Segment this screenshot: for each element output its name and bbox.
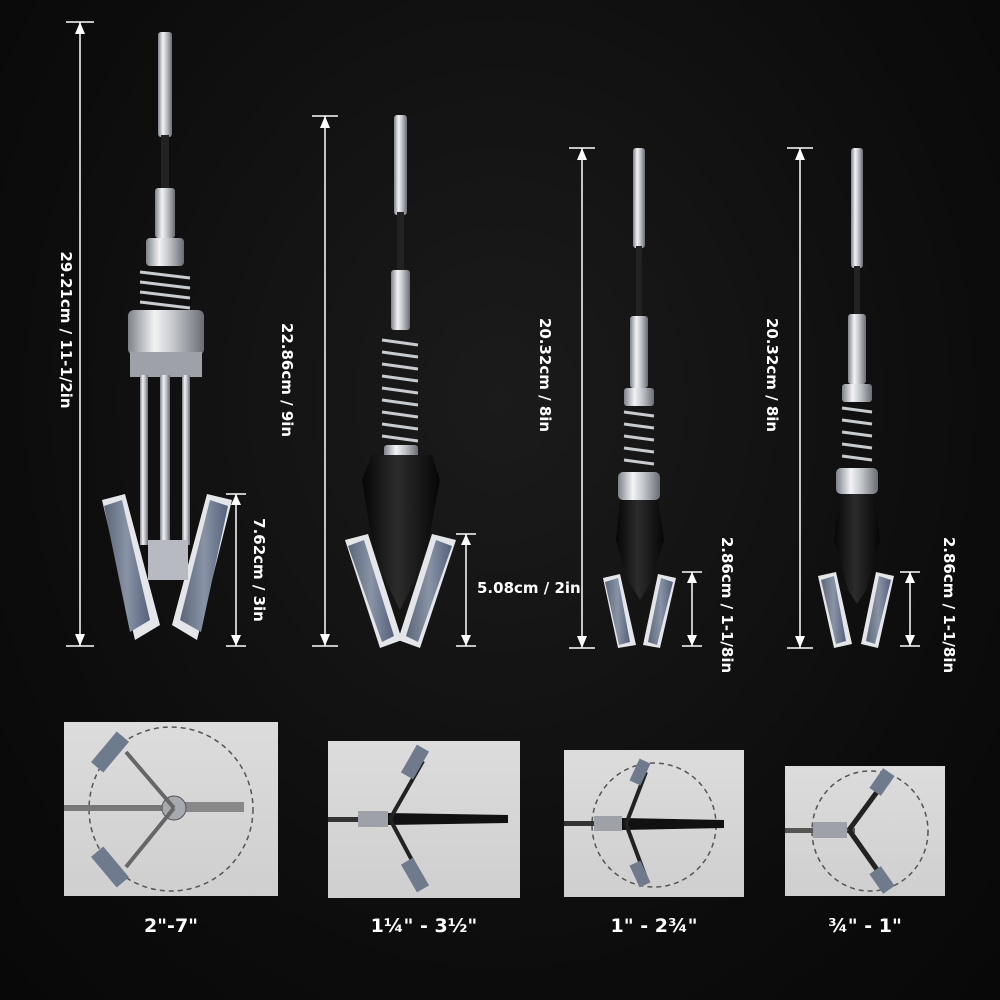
tool-medium-hone: 22.86cm / 9in (278, 115, 581, 648)
tool-small-hone-2: 20.32cm / 8in 2.86cm / 1-1/8 (763, 147, 958, 673)
stone-height-label: 2.86cm / 1-1/8in (940, 537, 958, 673)
spring (841, 406, 873, 462)
stone-height-label: 7.62cm / 3in (250, 518, 268, 622)
honing-stone-left (345, 534, 402, 648)
dimension-line-overall (569, 147, 595, 649)
range-label-1: 2"-7" (143, 915, 199, 937)
spring (139, 270, 191, 310)
dimension-line-stone (682, 571, 702, 647)
dimension-line-stone (226, 493, 246, 647)
range-panel-4 (785, 766, 945, 896)
range-label-4: ¾" - 1" (828, 915, 902, 937)
range-panel-2 (328, 741, 520, 898)
honing-stone-right (643, 574, 676, 648)
honing-stone-left (102, 494, 160, 640)
tool-top-view-image (785, 768, 929, 894)
spring (623, 410, 655, 466)
flex-cable (161, 135, 169, 190)
dimension-line-stone (900, 571, 920, 647)
overall-height-label: 20.32cm / 8in (763, 318, 781, 432)
drive-shaft (158, 32, 172, 137)
honing-stone-left (603, 574, 636, 648)
overall-height-label: 29.21cm / 11-1/2in (57, 251, 75, 408)
adjust-knob (146, 238, 184, 266)
tool-top-view-image (564, 758, 724, 888)
hub-housing (128, 310, 204, 355)
stone-height-label: 5.08cm / 2in (477, 579, 581, 597)
stone-height-label: 2.86cm / 1-1/8in (718, 537, 736, 673)
dimension-line-overall (312, 115, 338, 647)
dimension-line-overall (787, 147, 813, 649)
range-panel-3 (564, 750, 744, 897)
black-body (362, 455, 440, 610)
overall-height-label: 22.86cm / 9in (278, 323, 296, 437)
dimension-line-overall (66, 21, 94, 647)
overall-height-label: 20.32cm / 8in (536, 318, 554, 432)
honing-stone-left (818, 572, 852, 648)
honing-stone-right (172, 494, 232, 640)
black-body (834, 494, 880, 604)
tool-top-view-image (328, 744, 508, 893)
tool-large-hone: 29.21cm / 11-1/2in (57, 21, 268, 647)
black-body (616, 500, 664, 600)
spring (381, 338, 419, 443)
dimension-line-stone (456, 533, 476, 647)
honing-stone-right (861, 572, 894, 648)
range-panel-1 (64, 722, 278, 896)
tool-top-view-image (64, 726, 254, 892)
range-label-2: 1¼" - 3½" (370, 915, 478, 937)
honing-stone-right (398, 534, 456, 648)
tool-small-hone-1: 20.32cm / 8in 2.86cm / 1-1/8 (536, 147, 736, 673)
range-label-3: 1" - 2¾" (610, 915, 698, 937)
